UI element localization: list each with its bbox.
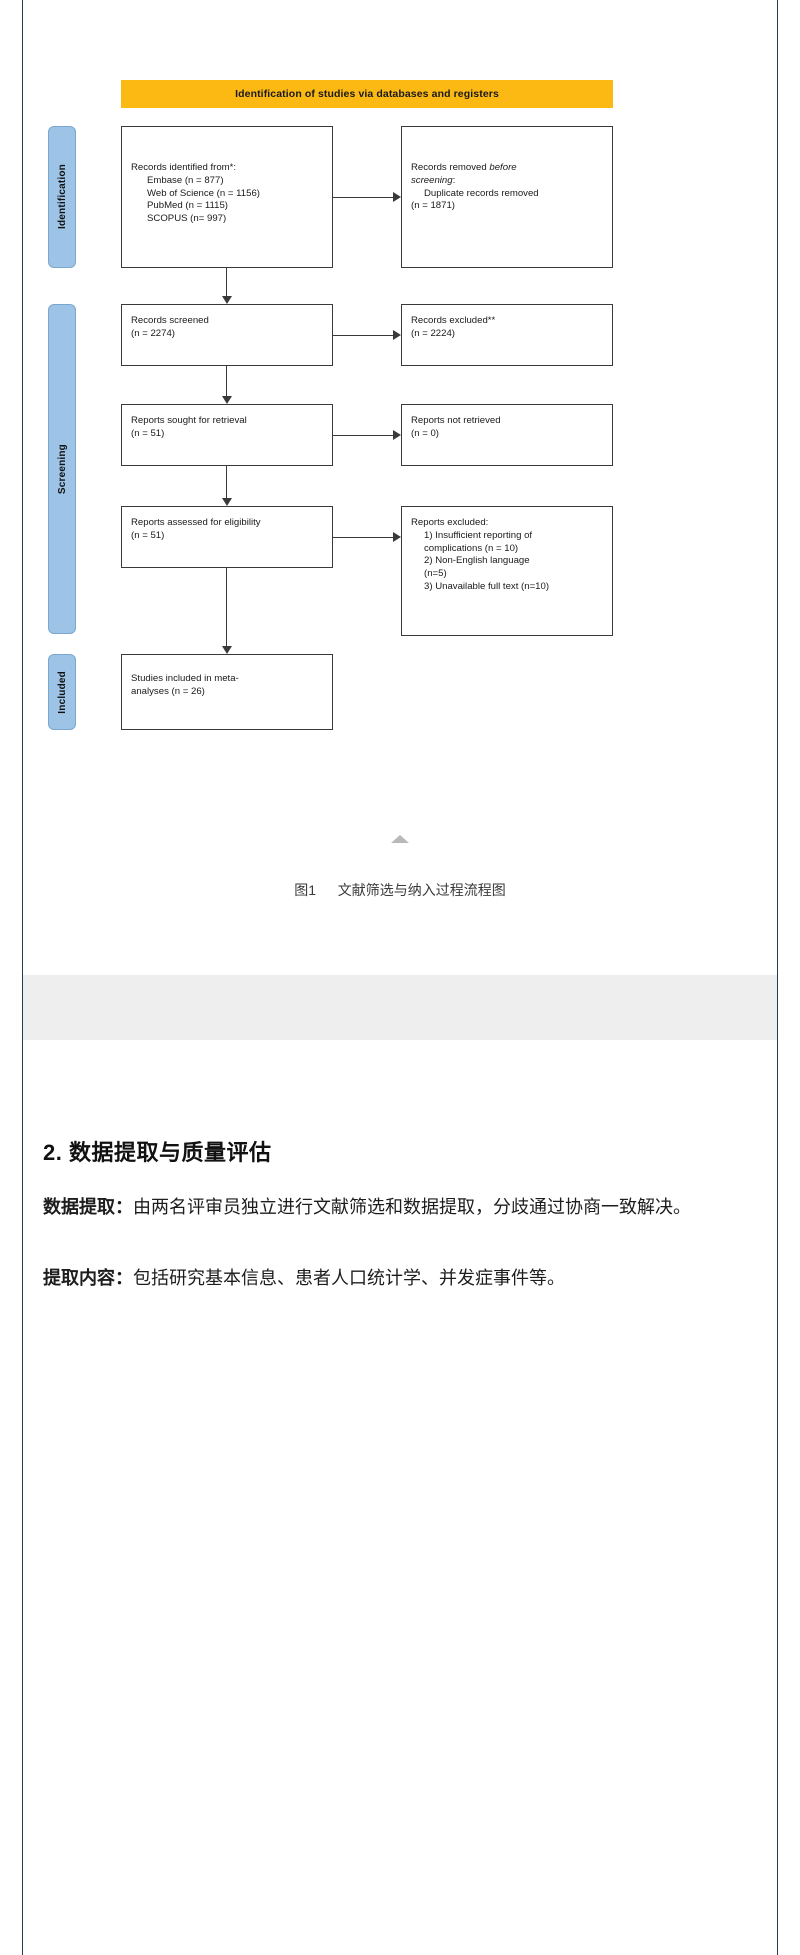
node-studies-included-line1: Studies included in meta- [131,673,239,684]
stage-tab-identification-label: Identification [56,164,68,230]
arrowhead-screened-to-excluded [393,330,401,340]
node-reports-sought: Reports sought for retrieval (n = 51) [121,404,333,466]
figure-caption-text: 文献筛选与纳入过程流程图 [337,882,506,898]
paragraph-extracted-content-lead: 提取内容： [43,1267,133,1288]
exclusion-reason-3: 3) Unavailable full text (n=10) [424,580,550,592]
exclusion-reason-2b: (n=5) [424,568,447,579]
arrowhead-sought-to-not-retrieved [393,430,401,440]
arrowhead-assessed-to-included [222,646,232,654]
arrowhead-identified-to-screened [222,296,232,304]
figure-caption-label: 图1 [294,882,316,898]
diagram-banner: Identification of studies via databases … [121,80,613,108]
connector-screened-to-excluded [333,335,393,337]
node-records-removed-line2: screening: [411,174,456,186]
arrowhead-identified-to-removed [393,192,401,202]
stage-tab-included: Included [48,654,76,730]
node-reports-not-retrieved-count: (n = 0) [411,427,439,439]
paragraph-extracted-content: 提取内容：包括研究基本信息、患者人口统计学、并发症事件等。 [43,1260,757,1297]
source-web-of-science: Web of Science (n = 1156) [147,187,260,199]
connector-identified-to-removed [333,197,393,199]
node-reports-excluded-reasons: Reports excluded: 1) Insufficient report… [401,506,613,636]
connector-sought-to-not-retrieved [333,435,393,437]
figure-area: Identification of studies via databases … [23,0,777,975]
source-scopus: SCOPUS (n= 997) [147,213,227,224]
stage-tab-screening: Screening [48,304,76,634]
node-reports-assessed-title: Reports assessed for eligibility [131,517,261,528]
page-rule-right [777,0,778,1955]
arrowhead-screened-to-sought [222,396,232,404]
exclusion-reason-2a: 2) Non-English language [424,555,530,567]
node-records-removed: Records removed before screening: Duplic… [401,126,613,268]
node-studies-included: Studies included in meta- analyses (n = … [121,654,333,730]
node-records-screened: Records screened (n = 2274) [121,304,333,366]
source-embase: Embase (n = 877) [147,174,224,186]
collapse-chevron-icon[interactable] [391,835,409,843]
stage-tab-identification: Identification [48,126,76,268]
node-reports-assessed-count: (n = 51) [131,529,165,541]
paragraph-data-extraction-lead: 数据提取： [43,1197,133,1217]
node-records-identified: Records identified from*: Embase (n = 87… [121,126,333,268]
section-separator-band [23,975,777,1040]
node-reports-not-retrieved-title: Reports not retrieved [411,415,501,426]
paragraph-extracted-content-body: 包括研究基本信息、患者人口统计学、并发症事件等。 [133,1267,565,1288]
stage-tab-included-label: Included [56,670,68,714]
exclusion-reason-1b: complications (n = 10) [424,542,519,554]
connector-screened-to-sought [226,366,228,396]
node-reports-excluded-title: Reports excluded: [411,517,489,528]
paragraph-data-extraction: 数据提取：由两名评审员独立进行文献筛选和数据提取，分歧通过协商一致解决。 [43,1189,757,1226]
page-rule-left [22,0,23,1955]
exclusion-reason-1a: 1) Insufficient reporting of [424,529,533,541]
section-title: 2. 数据提取与质量评估 [43,1140,272,1165]
duplicate-records-count: (n = 1871) [411,200,456,212]
node-reports-not-retrieved: Reports not retrieved (n = 0) [401,404,613,466]
node-reports-sought-title: Reports sought for retrieval [131,415,247,426]
node-records-screened-title: Records screened [131,315,209,326]
stage-tab-screening-label: Screening [56,443,68,495]
node-records-excluded-count: (n = 2224) [411,327,456,339]
connector-sought-to-assessed [226,466,228,498]
node-studies-included-line2: analyses (n = 26) [131,685,205,697]
prisma-flow-diagram: Identification of studies via databases … [48,80,613,740]
duplicate-records-removed: Duplicate records removed [424,187,539,199]
node-records-excluded-title: Records excluded** [411,315,496,326]
connector-assessed-to-excluded [333,537,393,539]
figure-caption: 图1 文献筛选与纳入过程流程图 [23,880,777,900]
node-reports-sought-count: (n = 51) [131,427,165,439]
paragraph-data-extraction-body: 由两名评审员独立进行文献筛选和数据提取，分歧通过协商一致解决。 [133,1197,691,1217]
arrowhead-sought-to-assessed [222,498,232,506]
connector-identified-to-screened [226,268,228,296]
node-records-removed-line1: Records removed before [411,162,517,173]
article-body: 2. 数据提取与质量评估 数据提取：由两名评审员独立进行文献筛选和数据提取，分歧… [23,1135,777,1331]
arrowhead-assessed-to-excluded [393,532,401,542]
node-records-excluded: Records excluded** (n = 2224) [401,304,613,366]
source-pubmed: PubMed (n = 1115) [147,200,228,212]
node-records-identified-title: Records identified from*: [131,162,237,173]
connector-assessed-to-included [226,568,228,646]
node-reports-assessed: Reports assessed for eligibility (n = 51… [121,506,333,568]
node-records-screened-count: (n = 2274) [131,327,176,339]
